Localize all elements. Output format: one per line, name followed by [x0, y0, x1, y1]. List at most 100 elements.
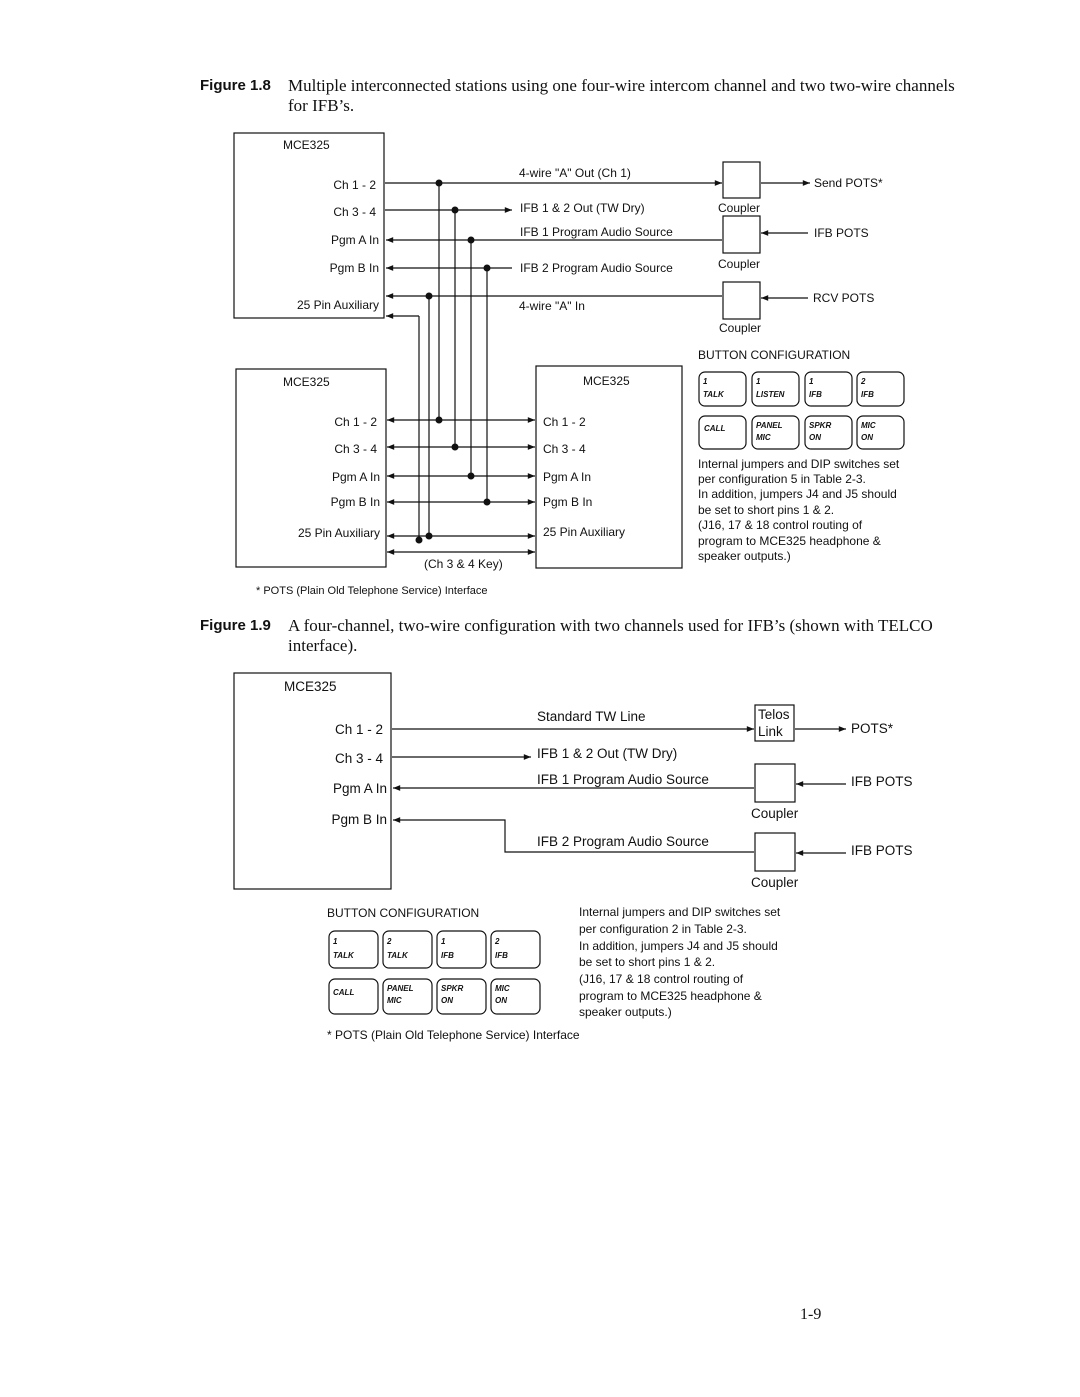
- signal-label: IFB 1 & 2 Out (TW Dry): [537, 746, 677, 761]
- button-number: 1: [809, 377, 814, 386]
- coupler-box: [722, 281, 761, 320]
- button-name: CALL: [333, 988, 354, 997]
- pots-label: POTS*: [851, 721, 894, 736]
- configuration-notes: Internal jumpers and DIP switches set pe…: [698, 457, 900, 563]
- port-label: Pgm B In: [331, 812, 387, 827]
- footnote: * POTS (Plain Old Telephone Service) Int…: [327, 1028, 580, 1042]
- signal-label: 4-wire "A" In: [519, 299, 585, 313]
- note-line: (J16, 17 & 18 control routing of: [579, 972, 744, 986]
- signal-label: IFB 2 Program Audio Source: [537, 834, 709, 849]
- button-name: IFB: [441, 951, 454, 960]
- button-number: 2: [386, 937, 392, 946]
- figure-number: Figure 1.8: [200, 77, 271, 94]
- port-label: Pgm A In: [331, 233, 379, 247]
- note-line: speaker outputs.): [579, 1005, 672, 1019]
- unit-title: MCE325: [283, 138, 330, 152]
- coupler-label: Coupler: [718, 201, 760, 215]
- footnote: * POTS (Plain Old Telephone Service) Int…: [256, 585, 488, 597]
- button-name: LISTEN: [756, 390, 785, 399]
- note-line: In addition, jumpers J4 and J5 should: [698, 487, 897, 501]
- button-number: 1: [333, 937, 338, 946]
- button-number: 1: [441, 937, 446, 946]
- note-line: be set to short pins 1 & 2.: [698, 503, 834, 517]
- button-number: 1: [756, 377, 761, 386]
- button-name: IFB: [861, 390, 874, 399]
- top-mce325-box: [233, 132, 385, 319]
- button-config-title: BUTTON CONFIGURATION: [698, 348, 850, 362]
- button-name: ON: [809, 433, 821, 442]
- button-number: 2: [860, 377, 866, 386]
- signal-label: IFB 1 Program Audio Source: [520, 225, 673, 239]
- note-line: be set to short pins 1 & 2.: [579, 955, 715, 969]
- unit-title: MCE325: [283, 375, 330, 389]
- unit-title: MCE325: [583, 374, 630, 388]
- signal-label: Standard TW Line: [537, 709, 646, 724]
- caption-text: Multiple interconnected stations using o…: [288, 76, 955, 115]
- note-line: (J16, 17 & 18 control routing of: [698, 518, 863, 532]
- telos-label: Telos: [758, 707, 790, 722]
- port-label: Ch 1 - 2: [335, 722, 383, 737]
- button-name: ON: [441, 996, 453, 1005]
- figure-1-9-labels: MCE325 Ch 1 - 2 Ch 3 - 4 Pgm A In Pgm B …: [284, 679, 913, 1042]
- port-label: Pgm B In: [331, 495, 380, 509]
- coupler-label: Coupler: [718, 257, 760, 271]
- wire-ifb2-source: [393, 817, 754, 853]
- note-line: program to MCE325 headphone &: [698, 534, 881, 548]
- port-label: Ch 1 - 2: [333, 178, 376, 192]
- note-line: program to MCE325 headphone &: [579, 989, 762, 1003]
- fig19-button-row1: [328, 930, 541, 969]
- note-line: Internal jumpers and DIP switches set: [698, 457, 900, 471]
- coupler-label: Coupler: [751, 806, 799, 821]
- left-mce325-box: [235, 368, 387, 568]
- configuration-notes: Internal jumpers and DIP switches set pe…: [579, 905, 781, 1019]
- signal-label: 4-wire "A" Out (Ch 1): [519, 166, 631, 180]
- right-mce325-box: [535, 365, 683, 569]
- button-name: PANEL: [387, 984, 414, 993]
- pots-label: Send POTS*: [814, 176, 883, 190]
- port-label: 25 Pin Auxiliary: [297, 298, 379, 312]
- coupler-box: [754, 763, 796, 803]
- note-line: speaker outputs.): [698, 549, 791, 563]
- coupler-box: [754, 832, 796, 872]
- port-label: Pgm A In: [332, 470, 380, 484]
- signal-label: IFB 2 Program Audio Source: [520, 261, 673, 275]
- button-name: SPKR: [441, 984, 463, 993]
- figure-1-9-caption: Figure 1.9 A four-channel, two-wire conf…: [200, 616, 970, 656]
- pots-label: RCV POTS: [813, 291, 874, 305]
- figure-number: Figure 1.9: [200, 617, 271, 634]
- figure-1-8-diagram: [233, 132, 905, 569]
- coupler-label: Coupler: [751, 875, 799, 890]
- fig19-button-row2: [328, 978, 541, 1015]
- port-label: Ch 3 - 4: [333, 205, 376, 219]
- telos-link-box: [754, 704, 795, 742]
- page-number: 1-9: [800, 1306, 822, 1323]
- caption-text: A four-channel, two-wire configuration w…: [288, 616, 933, 655]
- coupler-label: Coupler: [719, 321, 761, 335]
- port-label: Ch 1 - 2: [543, 415, 586, 429]
- pots-label: IFB POTS: [851, 774, 913, 789]
- figure-1-8-labels: MCE325 Ch 1 - 2 Ch 3 - 4 Pgm A In Pgm B …: [256, 138, 900, 597]
- port-label: Ch 1 - 2: [334, 415, 377, 429]
- button-name: TALK: [387, 951, 409, 960]
- coupler-box: [722, 215, 761, 254]
- button-name: MIC: [387, 996, 402, 1005]
- junction-dots: [415, 179, 491, 544]
- signal-label: IFB 1 & 2 Out (TW Dry): [520, 201, 645, 215]
- button-name: PANEL: [756, 421, 783, 430]
- port-label: Ch 3 - 4: [543, 442, 586, 456]
- mce325-box: [233, 672, 392, 890]
- pots-label: IFB POTS: [851, 843, 913, 858]
- button-number: 2: [494, 937, 500, 946]
- button-config-title: BUTTON CONFIGURATION: [327, 906, 479, 920]
- figure-1-9-diagram: [233, 672, 846, 1015]
- fig18-button-row1: [698, 371, 905, 407]
- button-name: IFB: [495, 951, 508, 960]
- coupler-box: [722, 161, 761, 199]
- port-label: Pgm A In: [543, 470, 591, 484]
- note-line: per configuration 2 in Table 2-3.: [579, 922, 747, 936]
- note-line: In addition, jumpers J4 and J5 should: [579, 939, 778, 953]
- button-name: TALK: [703, 390, 725, 399]
- telos-label: Link: [758, 724, 783, 739]
- button-name: ON: [861, 433, 873, 442]
